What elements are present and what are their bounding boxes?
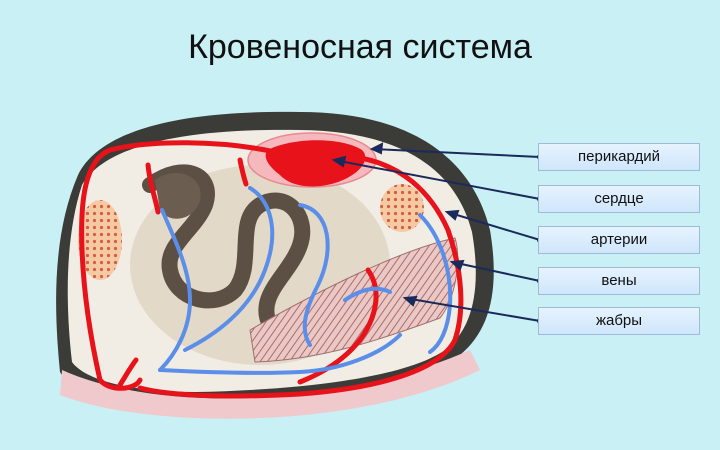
- heart: [265, 140, 366, 187]
- intestine: [142, 164, 328, 346]
- label-veins: вены: [538, 267, 700, 295]
- arrow-arteries: [446, 211, 541, 241]
- pointer-arrows: [331, 142, 541, 322]
- label-gills: жабры: [538, 307, 700, 335]
- arrow-pericardium: [371, 148, 541, 158]
- gonad-left: [78, 200, 122, 280]
- gonad-right: [380, 184, 424, 232]
- mantle-edge: [60, 350, 480, 419]
- label-heart: сердце: [538, 185, 700, 213]
- label-pericardium: перикардий: [538, 143, 700, 171]
- slide-title: Кровеносная система: [188, 28, 532, 66]
- arrow-gills: [404, 297, 541, 322]
- arteries: [79, 140, 464, 399]
- stomach: [155, 172, 201, 219]
- veins: [158, 186, 453, 375]
- arrow-veins: [451, 261, 541, 282]
- arrow-heart: [333, 159, 541, 200]
- label-arteries: артерии: [538, 226, 700, 254]
- gill: [249, 237, 459, 363]
